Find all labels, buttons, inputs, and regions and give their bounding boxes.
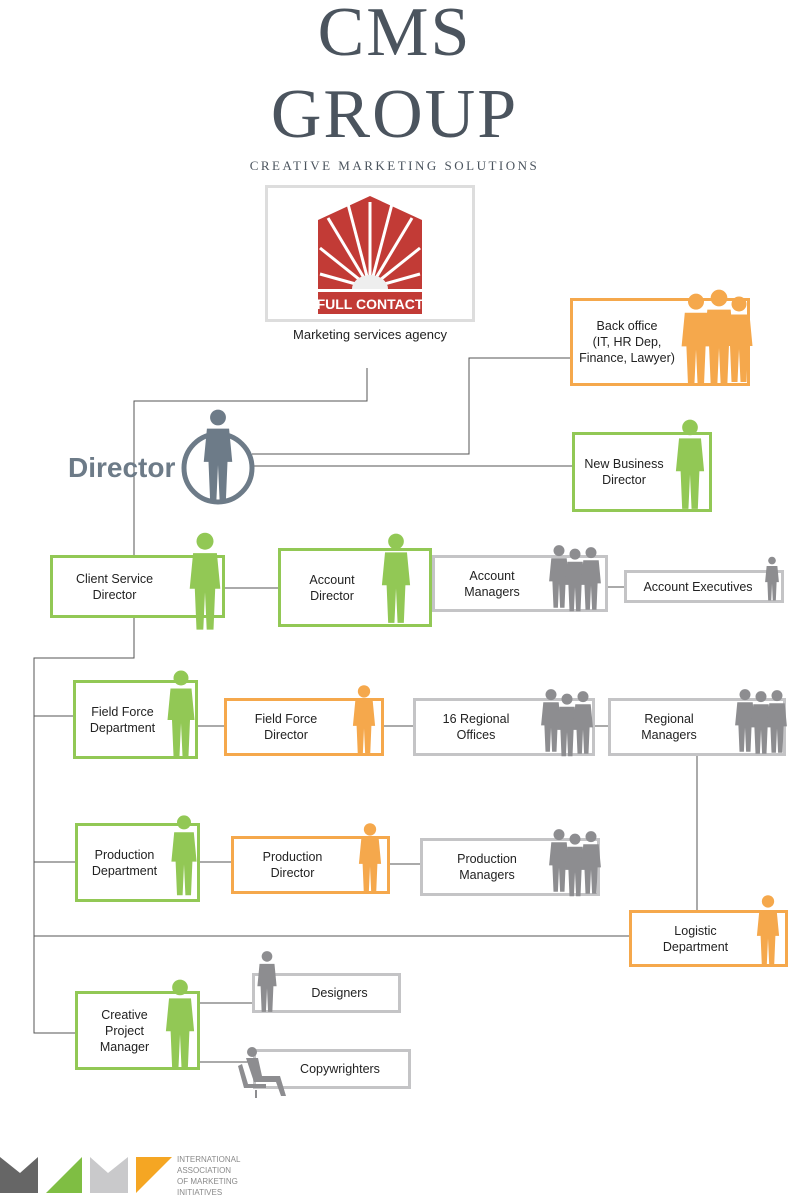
- field-force-dept-person-icon: [167, 670, 195, 756]
- node-label: Back office (IT, HR Dep, Finance, Lawyer…: [579, 319, 675, 365]
- node-designers[interactable]: Designers: [252, 973, 401, 1013]
- client-service-person-icon: [189, 532, 221, 630]
- brand-title-cms: CMS: [317, 0, 472, 71]
- node-label: Account Executives: [643, 579, 753, 594]
- agency-caption: Marketing services agency: [293, 327, 447, 342]
- node-label: Production Managers: [457, 852, 517, 882]
- node-label: Field Force Department: [89, 704, 156, 735]
- node-account-executives[interactable]: Account Executives: [624, 570, 784, 603]
- logistic-person-icon: [756, 895, 780, 966]
- designer-person-icon: [257, 951, 277, 1012]
- regional-offices-people-icon: [541, 689, 593, 757]
- node-label: Field Force Director: [254, 712, 318, 742]
- production-director-person-icon: [358, 823, 382, 894]
- director-label: Director: [68, 452, 176, 483]
- node-label: Creative Project Manager: [99, 1007, 150, 1054]
- regional-managers-people-icon: [735, 689, 787, 754]
- iami-text: INTERNATIONAL ASSOCIATION OF MARKETING I…: [177, 1155, 241, 1197]
- production-dept-person-icon: [171, 815, 197, 896]
- creative-pm-person-icon: [165, 979, 195, 1069]
- node-label: Client Service Director: [75, 571, 154, 602]
- new-business-person-icon: [675, 419, 705, 509]
- copywriter-seated-person-icon: [238, 1047, 286, 1098]
- full-contact-logo-text: FULL CONTACT: [317, 296, 424, 312]
- node-label: Copywrighters: [300, 1062, 380, 1076]
- node-label: Production Director: [262, 850, 323, 880]
- node-label: Logistic Department: [662, 923, 729, 954]
- full-contact-logo-box: FULL CONTACT: [265, 185, 475, 322]
- node-label: 16 Regional Offices: [442, 712, 510, 742]
- node-label: Regional Managers: [641, 712, 697, 742]
- full-contact-logo: FULL CONTACT: [317, 196, 424, 314]
- brand-title-group: GROUP: [270, 76, 519, 153]
- node-label: Designers: [311, 986, 368, 1000]
- production-managers-people-icon: [549, 829, 601, 897]
- iami-logo: [0, 1157, 172, 1193]
- account-managers-people-icon: [549, 545, 601, 612]
- node-label: Account Managers: [464, 568, 520, 599]
- node-label: Account Director: [309, 572, 355, 603]
- director-figure-icon: [181, 409, 255, 505]
- node-label: Production Department: [91, 847, 158, 878]
- field-force-director-person-icon: [352, 685, 376, 756]
- account-director-person-icon: [381, 533, 411, 623]
- node-label: New Business Director: [584, 457, 664, 487]
- brand-tagline: CREATIVE MARKETING SOLUTIONS: [249, 158, 540, 173]
- account-executive-person-icon: [765, 556, 779, 601]
- back-office-people-icon: [681, 289, 753, 385]
